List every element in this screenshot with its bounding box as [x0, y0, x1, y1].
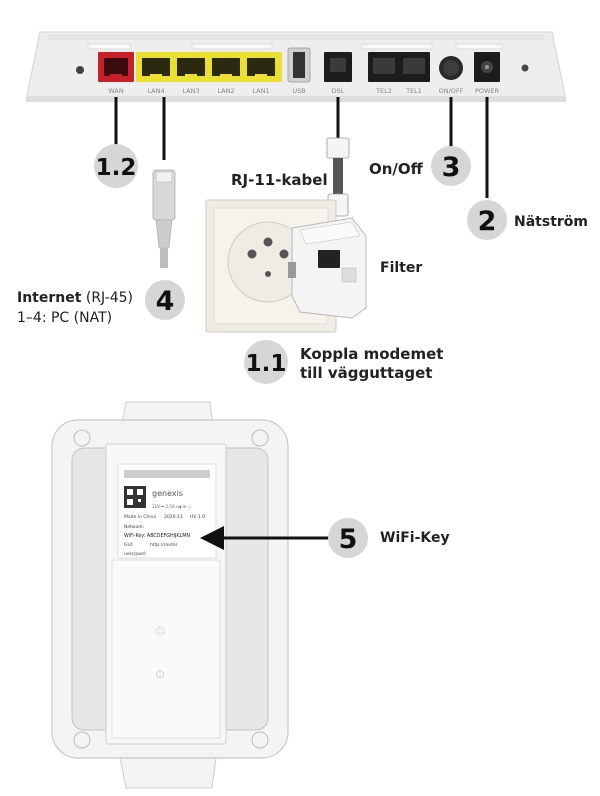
callout-number: 4	[156, 286, 175, 317]
rj45-ethernet-plug	[152, 169, 176, 268]
label-internet-rest: (RJ-45)	[81, 290, 133, 306]
callout-number: 2	[478, 206, 497, 237]
screw-hole-left	[76, 66, 84, 74]
label-pc-nat: 1–4: PC (NAT)	[17, 310, 112, 326]
recycle-mark-icon: ♲	[154, 624, 167, 640]
label-filter: Filter	[380, 260, 422, 276]
callout-number: 5	[339, 524, 358, 555]
port-label: ON/OFF	[439, 87, 464, 95]
connector-lines	[114, 97, 489, 198]
callout-number: 3	[442, 152, 461, 183]
svg-text:12V ⎓ 2.5A ⊝◐⊕ ○: 12V ⎓ 2.5A ⊝◐⊕ ○	[152, 504, 191, 509]
callout-1-2: 1.2	[94, 144, 138, 188]
gui-label: GUI:	[124, 542, 134, 548]
label-natstrom: Nätström	[514, 214, 588, 230]
lan-ports	[136, 52, 282, 82]
router-bottom-view: ♲ ⊙	[51, 401, 289, 789]
date: 2020-11	[164, 514, 183, 520]
port-label: TEL1	[405, 87, 422, 95]
port-label: LAN3	[182, 87, 199, 95]
label-onoff: On/Off	[369, 160, 424, 178]
port-label: USB	[292, 87, 305, 95]
label-rj11-cable: RJ-11-kabel	[231, 171, 328, 189]
port-label: TEL2	[375, 87, 392, 95]
callout-number: 1.2	[96, 155, 137, 181]
hw-version: HV 1.0	[190, 514, 205, 520]
user-pwd-label: user/pwd:	[124, 551, 146, 557]
port-label: LAN1	[252, 87, 269, 95]
product-sticker: genexis 12V ⎓ 2.5A ⊝◐⊕ ○ Made in China 2…	[117, 463, 217, 559]
ce-mark-icon: ⊙	[155, 667, 165, 681]
network-label: Network:	[124, 524, 144, 530]
wan-port	[98, 52, 134, 82]
callout-2: 2	[467, 200, 507, 240]
power-socket	[474, 52, 500, 82]
callout-3: 3	[431, 146, 471, 186]
label-koppla-line2: till vägguttaget	[300, 364, 432, 382]
screw-hole-right	[521, 64, 529, 72]
brand-name: genexis	[152, 489, 183, 498]
usb-port	[287, 47, 311, 83]
dsl-port	[324, 52, 352, 82]
port-label: WAN	[108, 87, 124, 95]
router-back-panel: WAN LAN4 LAN3 LAN2 LAN1 USB DSL TEL2 TEL…	[25, 31, 567, 102]
callout-4: 4	[145, 280, 185, 320]
dsl-filter	[288, 217, 367, 319]
barcode-icon	[124, 470, 210, 478]
callout-number: 1.1	[246, 351, 287, 377]
wifi-key-text: WiFi-Key: ABCDEFGHIJKLMN	[124, 533, 190, 539]
power-switch	[439, 56, 463, 80]
port-label: LAN4	[147, 87, 164, 95]
label-wifikey: WiFi-Key	[380, 530, 450, 546]
label-koppla-line1: Koppla modemet	[300, 345, 443, 363]
port-label: DSL	[332, 87, 345, 95]
tel-ports	[368, 52, 430, 82]
label-internet-bold: Internet	[17, 290, 82, 306]
port-label: LAN2	[217, 87, 234, 95]
made-in: Made in China	[124, 514, 156, 520]
label-internet: Internet (RJ-45)	[17, 290, 133, 306]
port-label: POWER	[475, 87, 500, 95]
callout-5: 5	[328, 518, 368, 558]
gui-url: http://router	[150, 542, 178, 548]
callout-1-1: 1.1	[244, 340, 288, 384]
